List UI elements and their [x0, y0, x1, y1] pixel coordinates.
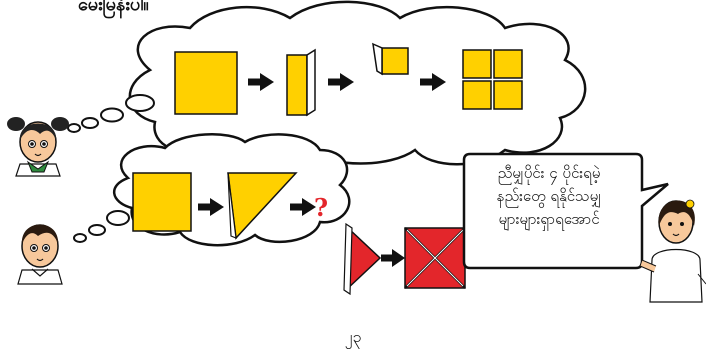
folded-quarter-icon — [372, 42, 409, 76]
arrow-right-icon — [248, 73, 274, 91]
top-thought-cloud — [67, 0, 587, 166]
arrow-right-icon — [198, 198, 224, 216]
header-text: မေးမြန်းပါ။ — [78, 0, 149, 15]
folded-half-icon — [286, 48, 316, 117]
speech-line: များများရှာရအောင် — [498, 210, 600, 228]
arrow-right-icon — [290, 198, 316, 216]
triangle-paper-icon — [227, 172, 298, 240]
bottom-thought-cloud: ? — [73, 133, 351, 247]
teacher-avatar — [639, 199, 706, 303]
red-triangle-icon — [343, 222, 382, 296]
boy-avatar — [17, 224, 63, 285]
arrow-right-icon — [420, 73, 446, 91]
speech-bubble-icon — [462, 152, 669, 270]
speech-line: ညီမျှပိုင်း ၄ ပိုင်းရမဲ့ — [497, 164, 601, 182]
x-square-icon — [404, 227, 466, 289]
arrow-right-icon — [381, 249, 405, 267]
square-paper-icon — [132, 172, 192, 232]
speech-line: နည်းတွေ ရနိုင်သမျှ — [496, 187, 602, 205]
arrow-right-icon — [328, 73, 354, 91]
four-squares-icon — [462, 49, 523, 110]
girl-avatar — [7, 117, 69, 177]
page-number: ၂၃ — [344, 327, 362, 346]
question-mark: ? — [314, 193, 328, 222]
speech-bubble-text: ညီမျှပိုင်း ၄ ပိုင်းရမဲ့ နည်းတွေ ရနိုင်သ… — [474, 162, 624, 231]
square-paper-icon — [174, 51, 238, 115]
